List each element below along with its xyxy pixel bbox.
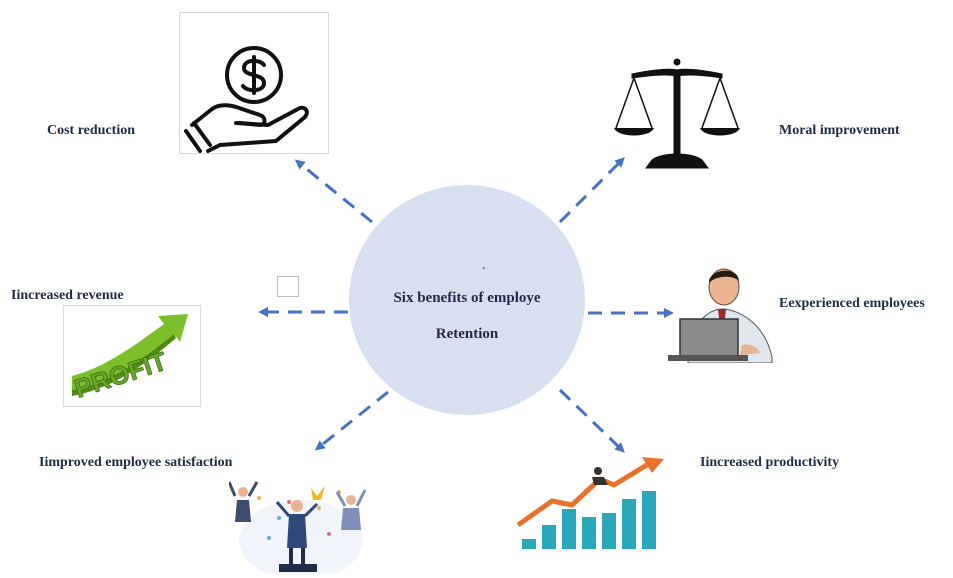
arrow-moral-improvement [558,157,625,224]
profit-image-box: PROFIT [63,305,201,407]
justice-scale-icon-box [612,56,742,174]
arrow-increased-productivity [558,388,625,453]
label-moral-improvement: Moral improvement [779,123,900,138]
productivity-chart-icon [516,457,664,549]
profit-arrow-icon: PROFIT [70,314,188,404]
man-laptop-icon [668,268,773,364]
label-increased-productivity: Iincreased productivity [700,455,840,470]
money-hand-icon-box [179,12,329,154]
arrow-employee-satisfaction [314,390,389,451]
center-circle [349,185,585,415]
money-hand-icon [184,46,309,153]
man-laptop-icon-box [668,265,776,364]
arrow-cost-reduction [294,159,373,224]
label-increased-revenue: Iincreased revenue [11,288,124,303]
team-celebration-icon-box [227,478,369,578]
productivity-chart-icon-box [514,455,666,551]
empty-box [277,276,299,297]
label-experienced-employees: Eexperienced employees [779,296,925,311]
label-employee-satisfaction: Iimproved employee satisfaction [39,455,233,470]
team-celebration-icon [227,481,367,578]
label-cost-reduction: Cost reduction [47,123,136,138]
center-title-line1: Six benefits of employe [393,290,541,306]
justice-scale-icon [614,58,740,169]
center-dot: . [482,258,486,273]
center-title-line2: Retention [435,326,499,342]
